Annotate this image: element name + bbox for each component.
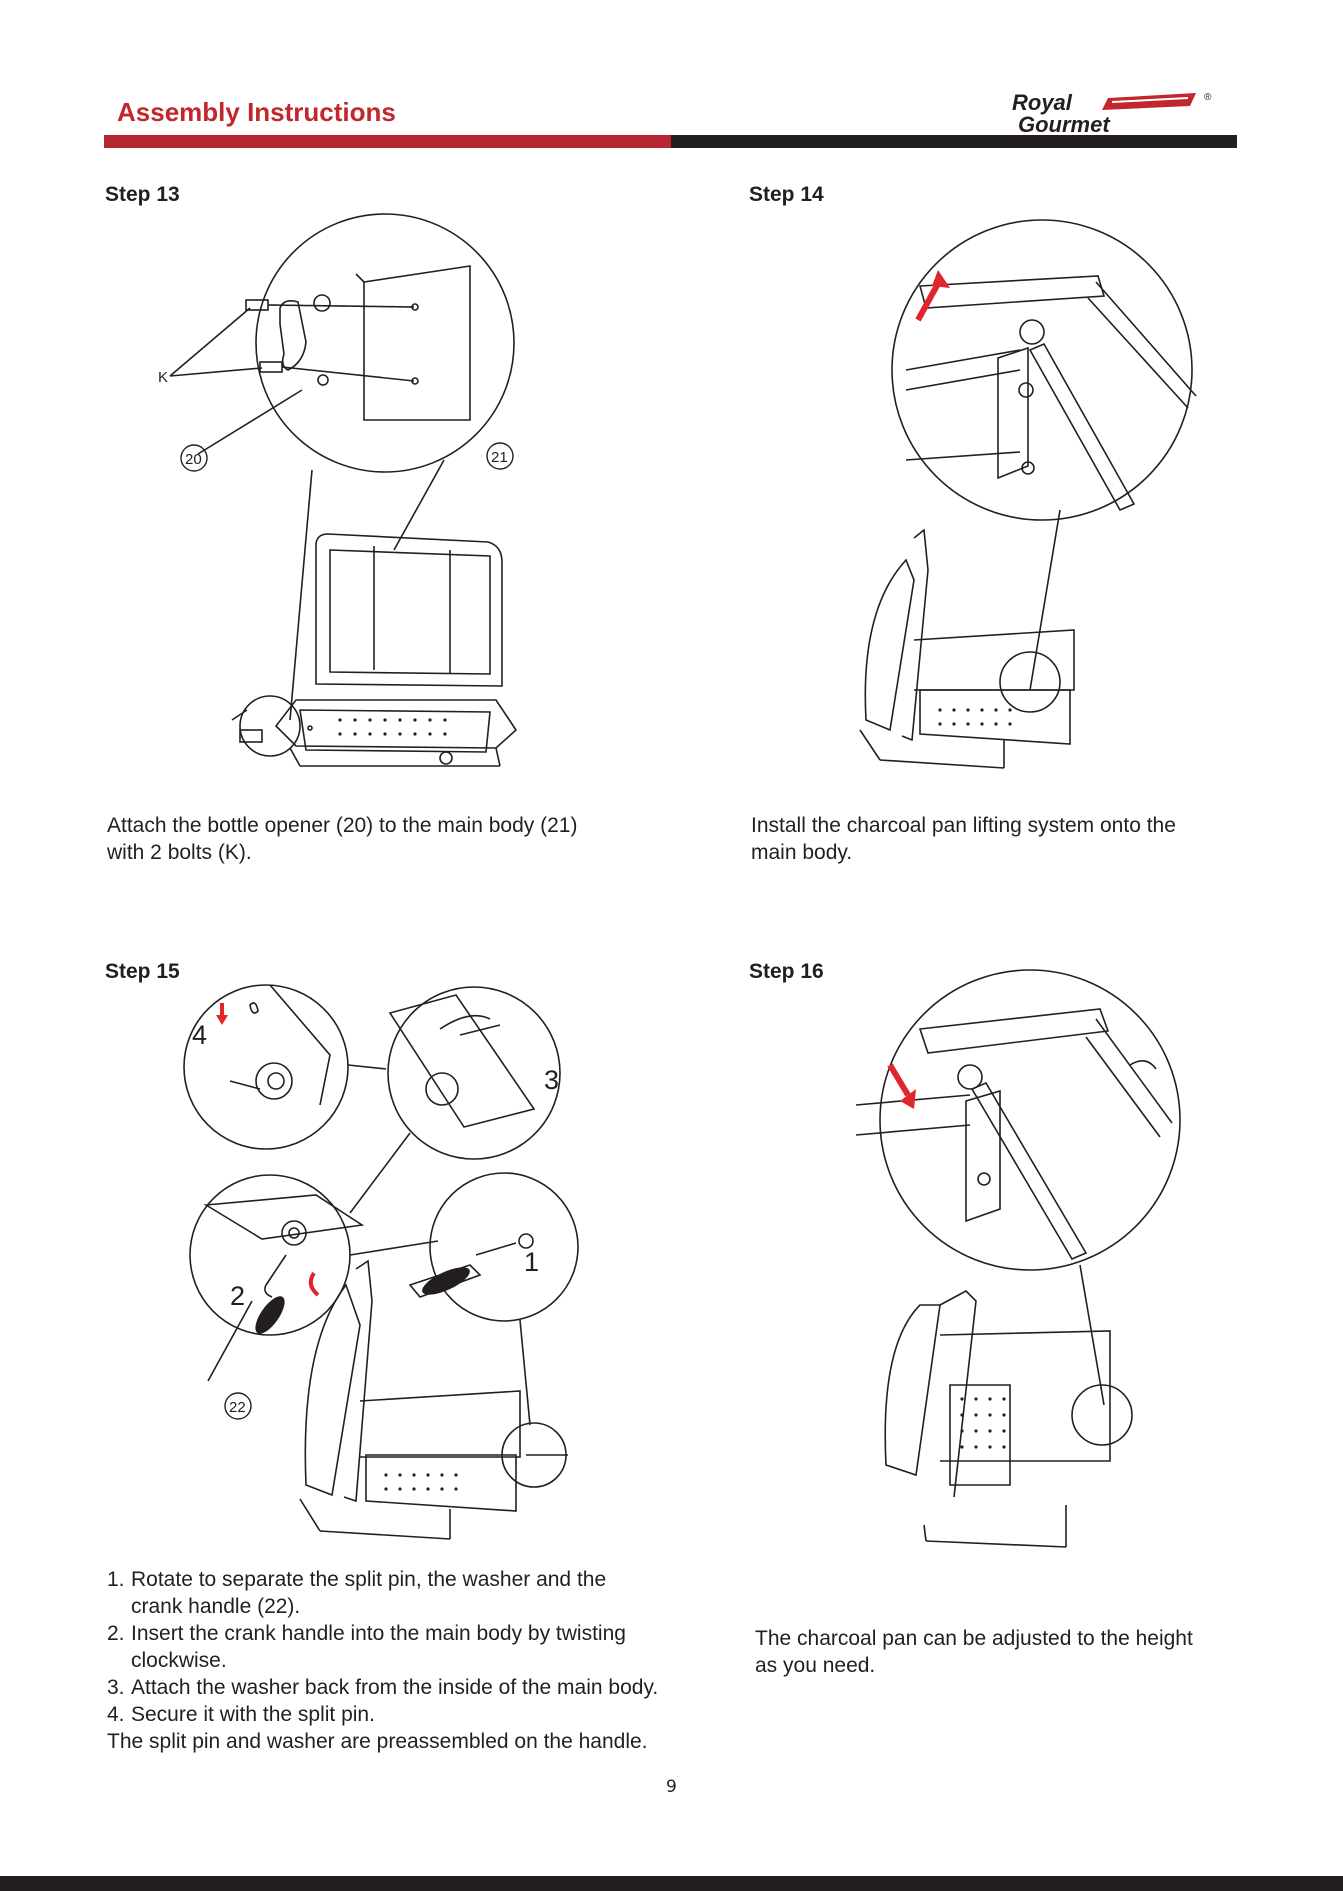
callout-3: 3 <box>544 1065 559 1095</box>
page-number: 9 <box>666 1777 677 1797</box>
registered-mark: ® <box>1204 92 1212 103</box>
list-item: 3. Attach the washer back from the insid… <box>107 1674 727 1701</box>
step-16-caption: The charcoal pan can be adjusted to the … <box>755 1625 1193 1679</box>
callout-1: 1 <box>524 1247 539 1277</box>
callout-2: 2 <box>230 1281 245 1311</box>
step-13-caption: Attach the bottle opener (20) to the mai… <box>107 812 577 866</box>
callout-22: 22 <box>229 1399 246 1416</box>
step-15-note: The split pin and washer are preassemble… <box>107 1730 648 1753</box>
callout-k: K <box>158 369 168 386</box>
list-line: crank handle (22). <box>131 1595 301 1618</box>
step-13-illustration: K 20 21 <box>158 213 518 767</box>
callout-21: 21 <box>491 449 508 466</box>
list-number: 2. <box>107 1622 125 1645</box>
header-rule-dark <box>671 135 1237 148</box>
step-13-label: Step 13 <box>105 183 180 206</box>
step-16-illustration <box>855 969 1181 1548</box>
list-line: Secure it with the split pin. <box>131 1703 375 1726</box>
list-item: 4. Secure it with the split pin. <box>107 1701 727 1728</box>
header-rule-red <box>104 135 671 148</box>
list-item: 1. Rotate to separate the split pin, the… <box>107 1566 727 1620</box>
caption-line: The charcoal pan can be adjusted to the … <box>755 1627 1193 1650</box>
arrow-down-icon <box>887 1063 911 1097</box>
detail-circle <box>891 219 1193 521</box>
page-title: Assembly Instructions <box>117 97 396 127</box>
list-number: 4. <box>107 1703 125 1726</box>
callout-4: 4 <box>192 1020 207 1050</box>
arrow-up-icon <box>915 278 943 322</box>
list-line: Rotate to separate the split pin, the wa… <box>131 1568 607 1591</box>
rotate-icon <box>308 1271 320 1297</box>
caption-line: Attach the bottle opener (20) to the mai… <box>107 814 578 837</box>
step-16-label: Step 16 <box>749 960 824 983</box>
step-14-illustration <box>859 219 1197 769</box>
caption-line: Install the charcoal pan lifting system … <box>751 814 1176 837</box>
caption-line: main body. <box>751 841 853 864</box>
step-15-illustration: 4 3 2 1 22 <box>183 984 579 1540</box>
callout-20: 20 <box>185 451 202 468</box>
step-14-caption: Install the charcoal pan lifting system … <box>751 812 1176 866</box>
step-15-instructions: 1. Rotate to separate the split pin, the… <box>107 1566 727 1728</box>
brand-logo: Royal Gourmet ® <box>1012 90 1212 134</box>
list-item: 2. Insert the crank handle into the main… <box>107 1620 727 1674</box>
detail-circle <box>255 213 515 473</box>
list-number: 1. <box>107 1568 125 1591</box>
list-number: 3. <box>107 1676 125 1699</box>
list-line: Attach the washer back from the inside o… <box>131 1676 659 1699</box>
caption-line: with 2 bolts (K). <box>107 841 252 864</box>
step-15-label: Step 15 <box>105 960 180 983</box>
caption-line: as you need. <box>755 1654 876 1677</box>
bottom-bar <box>0 1876 1343 1891</box>
step-14-label: Step 14 <box>749 183 824 206</box>
grip-icon <box>255 1296 285 1334</box>
list-line: clockwise. <box>131 1649 227 1672</box>
brand-line2: Gourmet <box>1018 112 1111 134</box>
list-line: Insert the crank handle into the main bo… <box>131 1622 626 1645</box>
brand-line1: Royal <box>1012 90 1073 115</box>
brand-flag-icon <box>1102 93 1196 110</box>
